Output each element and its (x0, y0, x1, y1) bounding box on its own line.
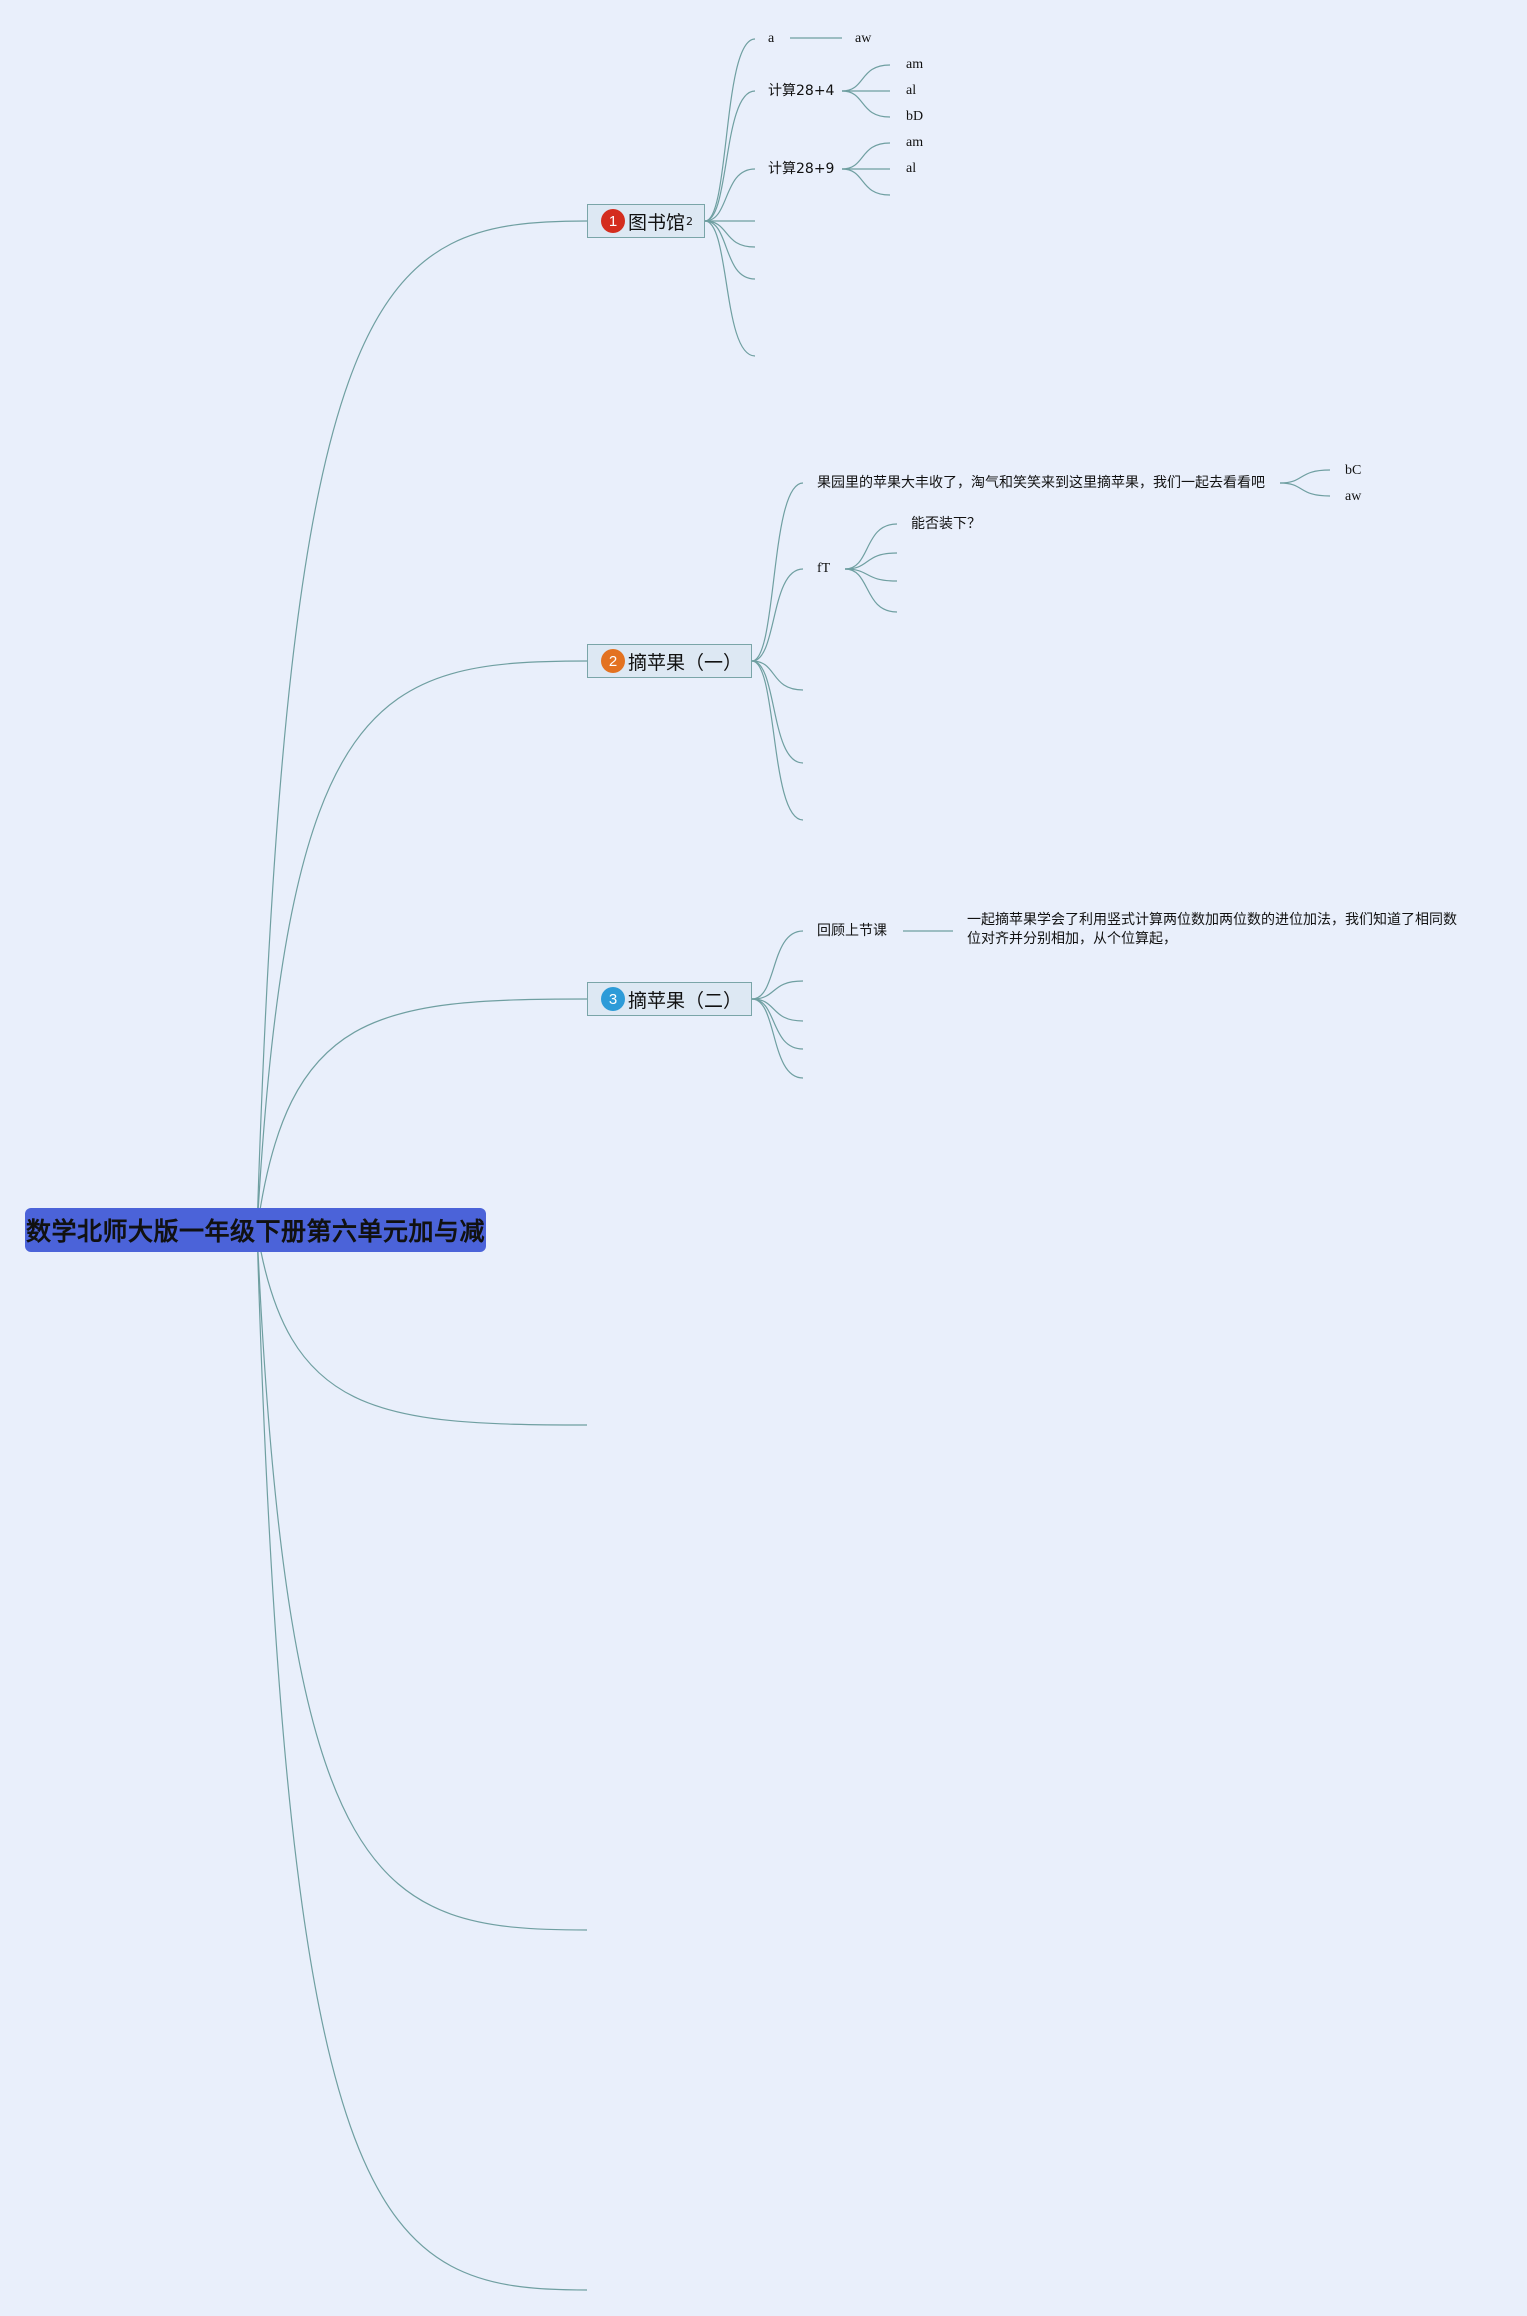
node-a[interactable]: a (768, 31, 775, 46)
topic3-sub-branch (751, 998, 804, 1050)
node-calc-28-4[interactable]: 计算28+4 (768, 82, 834, 100)
topic2-sub-branch (751, 660, 804, 764)
node-calc-28-4-label: 计算28+4 (768, 83, 835, 99)
topic2-sub-branch (751, 482, 804, 662)
leaf-branch (844, 552, 898, 570)
badge-3: 3 (601, 987, 625, 1011)
node-calc-28-9-label: 计算28+9 (768, 161, 835, 177)
topic3-sub-branch (751, 998, 804, 1079)
node-al-1[interactable]: al (906, 83, 917, 98)
topic2-sub-branch (751, 660, 804, 821)
topic2-sub-branch (751, 568, 804, 662)
node-al-2[interactable]: al (906, 161, 917, 176)
node-aw[interactable]: aw (855, 31, 872, 46)
topic2-sub-branch (751, 660, 804, 691)
node-review-content[interactable]: 一起摘苹果学会了利用竖式计算两位数加两位数的进位加法，我们知道了相同数位对齐并分… (967, 912, 1457, 947)
topic1-sub-branch (704, 168, 756, 222)
topic-pick-apples-1[interactable]: 2 摘苹果（一） (587, 644, 752, 678)
leaf-branch (841, 64, 891, 92)
node-ft[interactable]: fT (817, 561, 831, 576)
node-review-last-lesson[interactable]: 回顾上节课 (817, 923, 887, 939)
root-topic[interactable]: 数学北师大版一年级下册第六单元加与减 (25, 1208, 486, 1252)
root-branch (256, 220, 588, 1231)
topic1-sub-branch (704, 90, 756, 222)
node-bd[interactable]: bD (906, 109, 924, 124)
node-can-fit[interactable]: 能否装下？ (911, 516, 981, 532)
node-am-1[interactable]: am (906, 57, 924, 72)
root-branch (256, 1229, 588, 1426)
node-bc[interactable]: bC (1345, 463, 1362, 478)
topic1-sub-branch (704, 220, 756, 280)
topic-pick-apples-2-label: 摘苹果（二） (628, 989, 743, 1012)
topic-pick-apples-1-label: 摘苹果（一） (628, 651, 743, 674)
leaf-branch (844, 568, 898, 582)
topic-pick-apples-2[interactable]: 3 摘苹果（二） (587, 982, 752, 1016)
root-title: 数学北师大版一年级下册第六单元加与减 (25, 1217, 485, 1246)
leaf-branch (841, 168, 891, 196)
leaf-branch (1279, 482, 1331, 497)
node-am-2[interactable]: am (906, 135, 924, 150)
badge-2: 2 (601, 649, 625, 673)
topic3-sub-branch (751, 930, 804, 1000)
root-branch (256, 1229, 588, 1931)
leaf-branch (844, 568, 898, 613)
node-calc-28-9[interactable]: 计算28+9 (768, 160, 834, 178)
topic-library-sup: 2 (686, 214, 694, 228)
leaf-branch (1279, 469, 1331, 484)
node-orchard-intro[interactable]: 果园里的苹果大丰收了，淘气和笑笑来到这里摘苹果，我们一起去看看吧 (817, 475, 1265, 491)
topic1-sub-branch (704, 220, 756, 248)
root-branch (256, 1229, 588, 2291)
topic-library-label: 图书馆 (628, 211, 686, 234)
node-aw-2[interactable]: aw (1345, 489, 1362, 504)
leaf-branch (841, 142, 891, 170)
topic1-sub-branch (704, 220, 756, 357)
leaf-branch (844, 523, 898, 570)
topic3-sub-branch (751, 980, 804, 1000)
badge-1: 1 (601, 209, 625, 233)
leaf-branch (841, 90, 891, 118)
root-branch (256, 998, 588, 1231)
root-branch (256, 660, 588, 1231)
topic3-sub-branch (751, 998, 804, 1022)
topic1-sub-branch (704, 38, 756, 222)
